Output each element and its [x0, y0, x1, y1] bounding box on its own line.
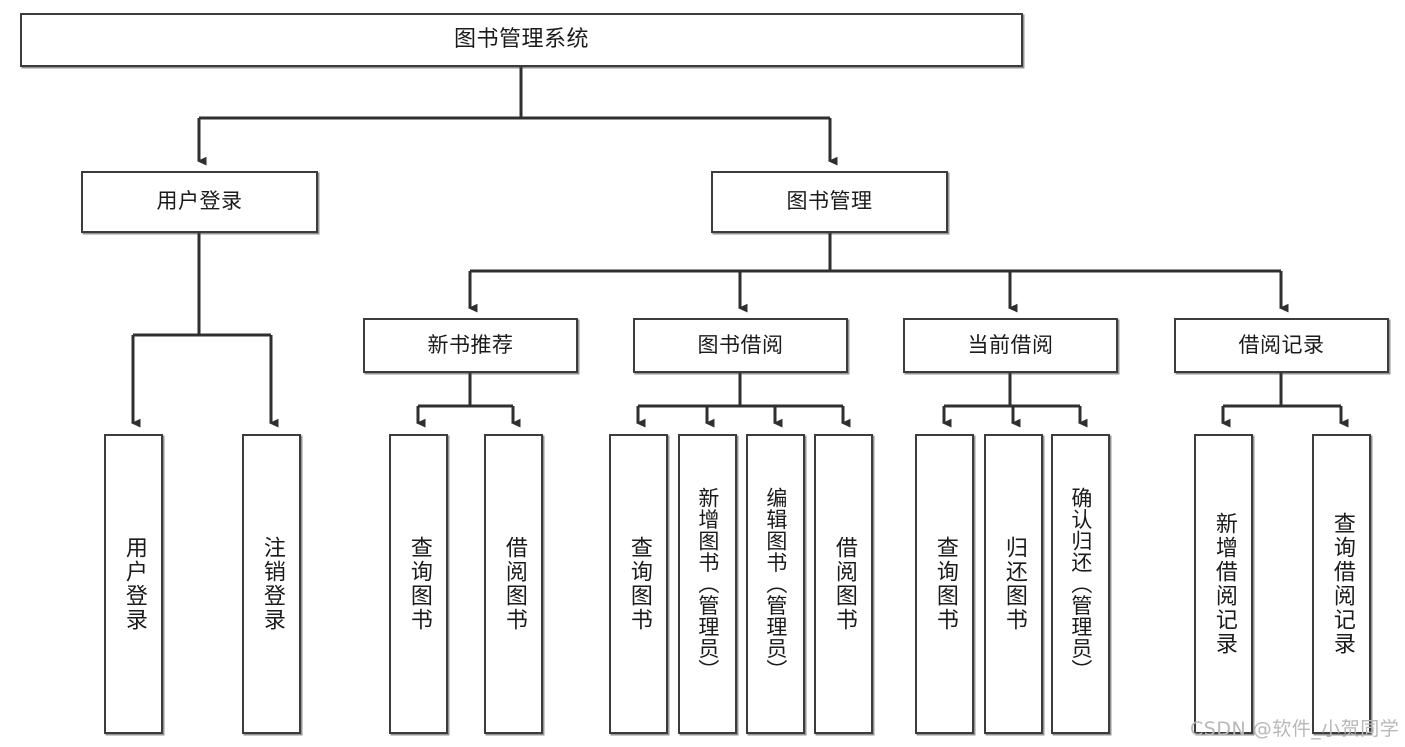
node-new-book-recommend[interactable]: 新书推荐	[363, 318, 578, 373]
leaf-user-login[interactable]: 用户登录	[104, 434, 163, 734]
node-label: 确认归还（管理员）	[1068, 487, 1093, 681]
node-borrow-record[interactable]: 借阅记录	[1174, 318, 1389, 373]
watermark-text: CSDN @软件_小贺同学	[1190, 718, 1400, 740]
node-label: 新书推荐	[427, 332, 514, 357]
node-label: 编辑图书（管理员）	[763, 487, 788, 681]
node-current-borrow[interactable]: 当前借阅	[903, 318, 1118, 373]
node-label: 新增图书（管理员）	[695, 487, 720, 681]
node-label: 图书管理	[786, 189, 873, 214]
node-label: 借阅图书	[831, 536, 857, 632]
node-label: 借阅图书	[501, 536, 527, 632]
leaf-borrow-add-book-admin[interactable]: 新增图书（管理员）	[678, 434, 737, 734]
leaf-user-logout[interactable]: 注销登录	[242, 434, 301, 734]
leaf-current-confirm-return-admin[interactable]: 确认归还（管理员）	[1051, 434, 1110, 734]
leaf-new-book-query[interactable]: 查询图书	[389, 434, 448, 734]
leaf-current-return-book[interactable]: 归还图书	[984, 434, 1043, 734]
node-user-login[interactable]: 用户登录	[81, 171, 318, 233]
leaf-borrow-edit-book-admin[interactable]: 编辑图书（管理员）	[746, 434, 805, 734]
node-label: 图书管理系统	[453, 26, 589, 52]
leaf-current-query-book[interactable]: 查询图书	[915, 434, 974, 734]
node-label: 查询图书	[406, 536, 432, 632]
leaf-borrow-query-book[interactable]: 查询图书	[609, 434, 668, 734]
node-book-borrow[interactable]: 图书借阅	[633, 318, 848, 373]
node-label: 新增借阅记录	[1211, 512, 1237, 656]
leaf-record-query[interactable]: 查询借阅记录	[1312, 434, 1371, 734]
leaf-new-book-borrow[interactable]: 借阅图书	[484, 434, 543, 734]
node-label: 用户登录	[121, 536, 147, 632]
node-label: 归还图书	[1001, 536, 1027, 632]
leaf-borrow-borrow-book[interactable]: 借阅图书	[814, 434, 873, 734]
node-label: 借阅记录	[1238, 332, 1325, 357]
node-book-management[interactable]: 图书管理	[711, 171, 948, 233]
node-root-system[interactable]: 图书管理系统	[20, 13, 1023, 67]
node-label: 注销登录	[259, 536, 285, 632]
node-label: 查询图书	[626, 536, 652, 632]
node-label: 用户登录	[156, 189, 243, 214]
node-label: 查询图书	[932, 536, 958, 632]
node-label: 当前借阅	[967, 332, 1054, 357]
leaf-record-add[interactable]: 新增借阅记录	[1194, 434, 1253, 734]
node-label: 查询借阅记录	[1329, 512, 1355, 656]
node-label: 图书借阅	[697, 332, 784, 357]
